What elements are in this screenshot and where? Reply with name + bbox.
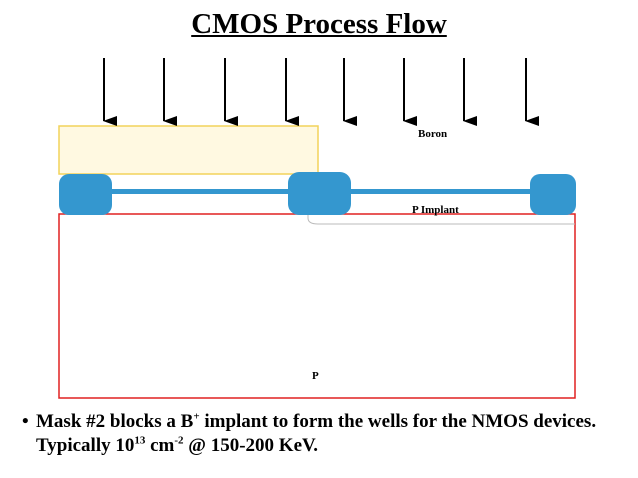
bullet-text-part2: implant to form the wells for the NMOS d…	[36, 411, 597, 456]
mask-2	[58, 125, 319, 175]
field-oxide-center	[288, 172, 351, 215]
bullet-text-part1: Mask #2 blocks a B	[36, 411, 194, 432]
field-oxide-right	[530, 174, 576, 215]
p-implant-region	[307, 214, 575, 225]
bullet-text-part4: @ 150-200 KeV.	[183, 435, 319, 456]
description-bullet: • Mask #2 blocks a B+ implant to form th…	[22, 410, 622, 458]
bullet-sup-charge: +	[193, 410, 200, 423]
bullet-sup-exponent: 13	[134, 434, 146, 447]
substrate-label: P	[312, 370, 319, 382]
implant-region-label: P Implant	[412, 204, 459, 216]
bullet-symbol: •	[22, 411, 29, 432]
bullet-sup-unit: -2	[174, 434, 184, 447]
page-title: CMOS Process Flow	[191, 8, 447, 40]
implant-species-label: Boron	[418, 128, 447, 140]
p-substrate	[58, 213, 576, 399]
field-oxide-left	[59, 174, 112, 215]
bullet-text-part3: cm	[145, 435, 175, 456]
bullet-text: Mask #2 blocks a B+ implant to form the …	[22, 410, 622, 458]
